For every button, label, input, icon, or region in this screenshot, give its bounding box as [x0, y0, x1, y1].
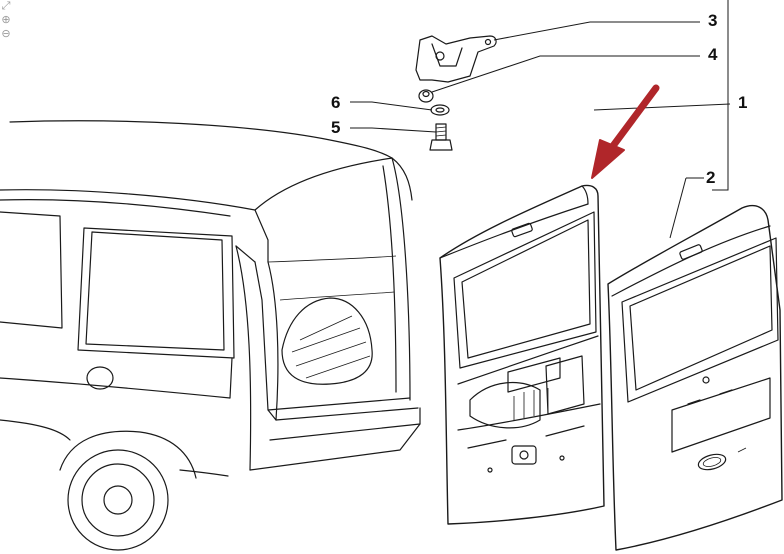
callout-4: 4 [708, 45, 718, 64]
hinge-part [415, 35, 497, 83]
callout-1: 1 [738, 93, 747, 112]
zoom-out-icon[interactable]: ⊖ [1, 28, 11, 40]
zoom-in-icon[interactable]: ⊕ [1, 14, 11, 26]
leader-lines [350, 0, 731, 239]
tailgate-inner-panel [439, 184, 605, 525]
highlight-arrow [591, 84, 660, 179]
callout-5: 5 [331, 118, 340, 137]
fit-icon[interactable]: ⤢ [1, 0, 11, 12]
viewer-toolbar: ⤢ ⊕ ⊖ [0, 0, 14, 40]
washer-part [430, 104, 450, 116]
callout-2: 2 [706, 168, 715, 187]
bolt-part [429, 123, 453, 151]
nut-part [418, 89, 434, 103]
van-body [0, 120, 421, 551]
tailgate-outer-panel [607, 204, 783, 551]
callout-6: 6 [331, 93, 340, 112]
callout-3: 3 [708, 11, 717, 30]
